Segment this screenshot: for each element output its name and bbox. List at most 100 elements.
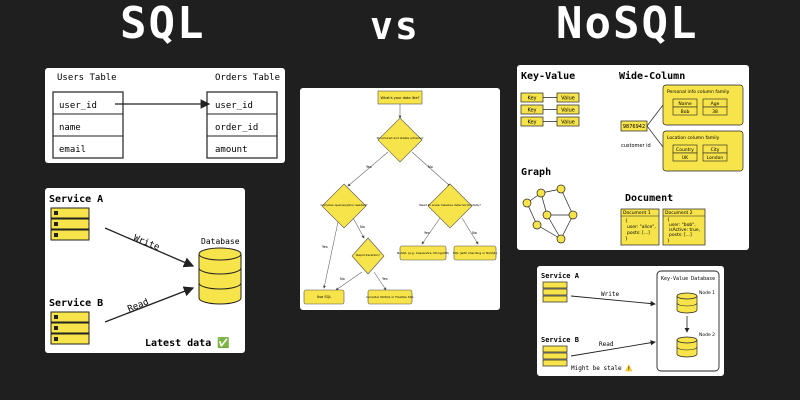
nosql-replication-panel: Service A Service B Write Read Might be …	[537, 266, 724, 376]
vs-title: vs	[370, 4, 420, 48]
flow-decision-scale	[427, 183, 473, 229]
orders-field-amount: amount	[215, 145, 248, 155]
nosql-title: NoSQL	[556, 0, 699, 49]
nosql-replication-diagram: Service A Service B Write Read Might be …	[541, 270, 720, 372]
write-label: Write	[132, 234, 161, 253]
database-label: Database	[201, 237, 240, 246]
doc2-line: user: "bob",	[669, 222, 696, 228]
flow-out-flex-text: Consider NoSQL or Flexible SQL	[366, 295, 414, 299]
key-value-database-box	[656, 270, 720, 372]
flow-no-label: No	[428, 165, 433, 169]
kv-key: Key	[527, 120, 536, 126]
kv-database-title: Key-Value Database	[661, 276, 715, 282]
flow-yes-label: Yes	[366, 165, 372, 169]
read-label: Read	[599, 341, 614, 348]
users-table	[52, 91, 124, 159]
doc2-line: }	[667, 238, 670, 244]
flow-no-label: No	[360, 225, 365, 229]
decision-flowchart: What's your data like? Structured and st…	[303, 90, 498, 305]
flow-decision-joins	[321, 183, 367, 229]
database-icon	[676, 292, 698, 314]
sql-tables-diagram: Users Table Orders Table user_id name em…	[52, 73, 280, 159]
doc2-line: posts: [...]	[669, 232, 692, 238]
flow-outcome-sharded	[453, 245, 497, 261]
flow-start-text: What's your data like?	[381, 96, 420, 100]
flow-no-label: No	[340, 277, 345, 281]
flow-q3-text: Need to scale massive data horizontally?	[419, 203, 481, 207]
read-arrow	[104, 286, 195, 323]
service-b-label: Service B	[49, 297, 103, 309]
database-icon	[676, 336, 698, 358]
flow-out-nosql-a-text: NoSQL (e.g. Cassandra, MongoDB)	[397, 251, 449, 255]
sql-tables-panel: Users Table Orders Table user_id name em…	[45, 68, 285, 163]
doc2-title: Document 2	[665, 210, 693, 216]
doc1-line: posts: [...]	[627, 230, 650, 236]
nosql-types-diagram: Key-Value Key Value Key Value Key Value …	[520, 70, 744, 246]
flow-decision-iteration	[351, 237, 385, 275]
read-arrow	[570, 340, 656, 357]
flow-no-label: No	[472, 231, 477, 235]
read-label: Read	[126, 297, 150, 314]
flow-out-sql-text: Use SQL	[317, 295, 332, 299]
flow-q2-text: Complex queries/joins needed?	[320, 203, 367, 207]
document-title: Document	[625, 193, 673, 204]
users-field-email: email	[59, 145, 86, 155]
flow-outcome-flexible	[367, 289, 413, 305]
name-value: Bob	[681, 109, 690, 115]
service-a-label: Service A	[49, 193, 103, 205]
write-label: Write	[601, 291, 619, 298]
kv-value: Value	[561, 120, 575, 126]
sql-title: SQL	[120, 0, 206, 49]
flow-out-nosql-b-text: SQL (with sharding or NoSQL)	[453, 251, 498, 255]
doc1-line: {	[625, 218, 628, 224]
database-icon	[198, 247, 242, 305]
node-1-label: Node 1	[699, 290, 715, 296]
kv-key: Key	[527, 96, 536, 102]
nosql-types-panel: Key-Value Key Value Key Value Key Value …	[517, 65, 749, 250]
graph-title: Graph	[521, 167, 551, 178]
flow-outcome-sql	[303, 289, 345, 305]
flow-decision-schema	[377, 117, 423, 163]
orders-table	[206, 91, 278, 159]
node-2-label: Node 2	[699, 332, 715, 338]
users-field-user-id: user_id	[59, 101, 97, 111]
service-b-label: Service B	[541, 336, 579, 344]
doc1-line: }	[625, 236, 628, 242]
decision-flowchart-panel: What's your data like? Structured and st…	[300, 88, 500, 310]
write-arrow	[104, 227, 195, 268]
stale-status: Might be stale ⚠️	[571, 364, 633, 372]
server-icon	[542, 345, 568, 367]
document-2-card: Document 2 { user: "bob", isActive: true…	[662, 208, 706, 246]
flow-start-node	[377, 90, 423, 105]
name-header: Name	[678, 101, 692, 107]
flow-q4-text: Rapid iteration?	[356, 253, 380, 257]
server-icon	[542, 281, 568, 303]
city-value: London	[707, 155, 724, 161]
age-value: 38	[712, 109, 718, 115]
location-family-title: Location column family	[667, 135, 720, 141]
orders-field-user-id: user_id	[215, 101, 253, 111]
kv-key: Key	[527, 108, 536, 114]
personal-column-family: Personal info column family Name Bob Age…	[662, 84, 744, 126]
flow-yes-label: Yes	[424, 231, 430, 235]
graph-network-icon	[522, 184, 578, 244]
users-table-title: Users Table	[57, 73, 117, 83]
doc2-line: {	[667, 217, 670, 223]
sql-replication-panel: Service A Service B Write Read Database …	[45, 188, 245, 353]
flow-yes-label: Yes	[382, 277, 388, 281]
doc1-line: user: "alice",	[627, 224, 656, 230]
users-field-name: name	[59, 123, 81, 133]
customer-id-value: 9876942	[623, 124, 645, 130]
kv-value: Value	[561, 96, 575, 102]
server-icon	[50, 311, 90, 345]
kv-value: Value	[561, 108, 575, 114]
wide-column-title: Wide-Column	[619, 70, 685, 82]
customer-id-label: customer id	[621, 143, 651, 149]
personal-family-title: Personal info column family	[667, 89, 730, 95]
flow-yes-label: Yes	[322, 245, 328, 249]
city-header: City	[711, 147, 720, 153]
country-value: UK	[682, 155, 689, 161]
orders-field-order-id: order_id	[215, 123, 258, 133]
server-icon	[50, 207, 90, 241]
service-a-label: Service A	[541, 272, 580, 280]
